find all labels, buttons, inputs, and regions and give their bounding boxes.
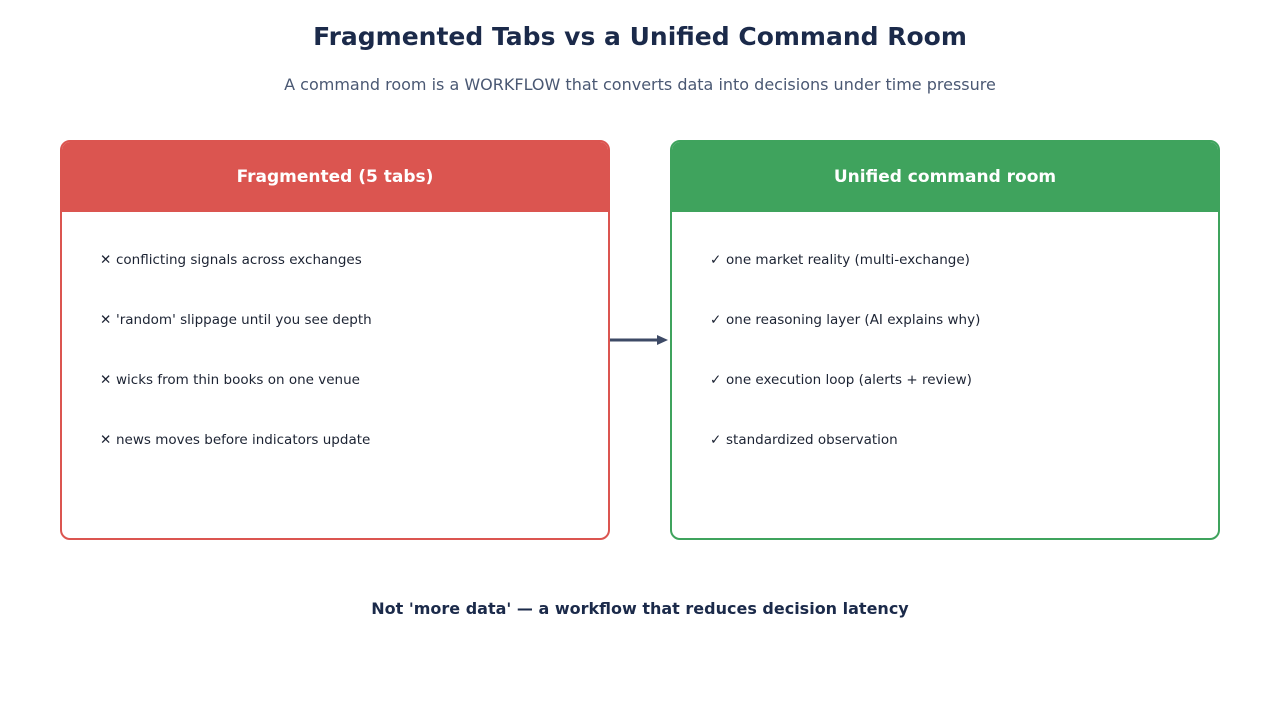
cross-icon: ✕ — [100, 252, 112, 268]
list-item-text: conflicting signals across exchanges — [116, 252, 362, 268]
list-item-text: standardized observation — [726, 432, 898, 448]
list-item: ✕conflicting signals across exchanges — [100, 252, 372, 312]
check-icon: ✓ — [710, 312, 722, 328]
list-item: ✓standardized observation — [710, 432, 980, 492]
list-item: ✕'random' slippage until you see depth — [100, 312, 372, 372]
unified-list: ✓one market reality (multi-exchange) ✓on… — [710, 252, 980, 492]
cross-icon: ✕ — [100, 372, 112, 388]
cross-icon: ✕ — [100, 432, 112, 448]
footer-caption: Not 'more data' — a workflow that reduce… — [371, 599, 909, 618]
check-icon: ✓ — [710, 432, 722, 448]
list-item: ✓one market reality (multi-exchange) — [710, 252, 980, 312]
check-icon: ✓ — [710, 372, 722, 388]
list-item-text: wicks from thin books on one venue — [116, 372, 360, 388]
page-subtitle: A command room is a WORKFLOW that conver… — [284, 75, 996, 94]
list-item: ✕news moves before indicators update — [100, 432, 372, 492]
right-arrow-icon — [610, 335, 668, 345]
list-item-text: one reasoning layer (AI explains why) — [726, 312, 981, 328]
list-item-text: 'random' slippage until you see depth — [116, 312, 372, 328]
check-icon: ✓ — [710, 252, 722, 268]
list-item: ✕wicks from thin books on one venue — [100, 372, 372, 432]
list-item: ✓one execution loop (alerts + review) — [710, 372, 980, 432]
unified-panel: Unified command room ✓one market reality… — [670, 140, 1220, 540]
unified-panel-header: Unified command room — [672, 142, 1218, 212]
page-title: Fragmented Tabs vs a Unified Command Roo… — [313, 22, 967, 51]
list-item-text: one market reality (multi-exchange) — [726, 252, 970, 268]
list-item-text: one execution loop (alerts + review) — [726, 372, 972, 388]
list-item: ✓one reasoning layer (AI explains why) — [710, 312, 980, 372]
fragmented-panel-header: Fragmented (5 tabs) — [62, 142, 608, 212]
list-item-text: news moves before indicators update — [116, 432, 371, 448]
fragmented-panel: Fragmented (5 tabs) ✕conflicting signals… — [60, 140, 610, 540]
cross-icon: ✕ — [100, 312, 112, 328]
fragmented-list: ✕conflicting signals across exchanges ✕'… — [100, 252, 372, 492]
